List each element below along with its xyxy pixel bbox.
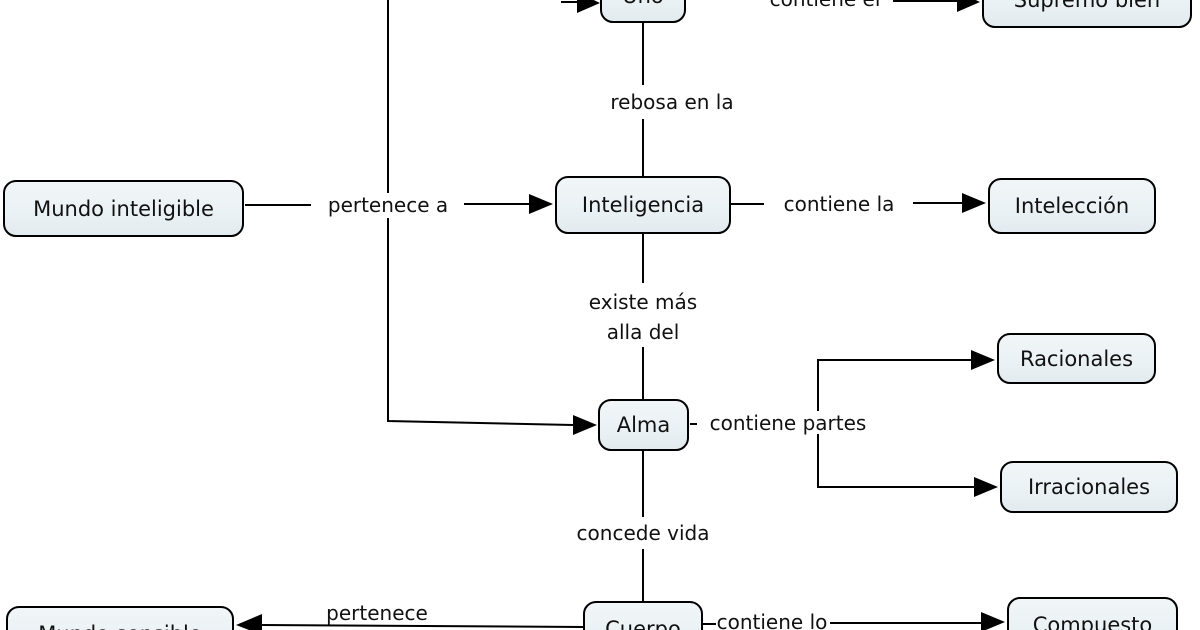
edge-label-existe-mas-alla-del: existe más alla del: [588, 290, 698, 344]
line-cuerpo-to-mundo-sensible: [261, 624, 584, 628]
node-mundo-inteligible[interactable]: Mundo inteligible: [3, 180, 244, 237]
arrowhead-into-inteligencia: [529, 194, 553, 214]
node-cuerpo[interactable]: Cuerpo: [583, 601, 703, 630]
edge-label-concede-vida: concede vida: [576, 521, 710, 545]
edge-label-pertenece-a: pertenece a: [327, 193, 449, 217]
arrowhead-into-irracionales: [974, 477, 998, 497]
node-uno[interactable]: Uno: [600, 0, 686, 23]
node-compuesto[interactable]: Compuesto: [1007, 597, 1178, 630]
arrowhead-into-supremo-bien: [957, 0, 980, 12]
arrowhead-into-alma: [573, 415, 597, 435]
node-supremo-bien[interactable]: Supremo bien: [982, 0, 1192, 28]
arrowhead-into-inteleccion: [962, 193, 986, 213]
node-racionales[interactable]: Racionales: [997, 333, 1156, 384]
edge-label-contiene-partes: contiene partes: [709, 411, 867, 435]
arrowhead-into-compuesto: [981, 612, 1005, 630]
edge-label-contiene-lo: contiene lo: [716, 610, 828, 630]
arrowhead-into-racionales: [971, 350, 995, 370]
edge-label-contiene-el: contiene el: [770, 0, 881, 11]
edge-label-contiene-la: contiene la: [783, 192, 895, 216]
arrowhead-into-uno: [577, 0, 600, 13]
node-mundo-sensible[interactable]: Mundo sensible: [6, 606, 234, 630]
edge-label-rebosa-en-la: rebosa en la: [610, 90, 734, 114]
arrowhead-into-mundo-sensible: [236, 614, 262, 630]
node-alma[interactable]: Alma: [598, 399, 689, 451]
line-branch-to-racionales: [817, 359, 971, 411]
node-inteligencia[interactable]: Inteligencia: [555, 176, 731, 234]
node-irracionales[interactable]: Irracionales: [1000, 461, 1178, 513]
line-left-vertical-to-alma: [387, 218, 574, 426]
line-branch-to-irracionales: [817, 434, 974, 488]
node-inteleccion[interactable]: Intelección: [988, 178, 1156, 234]
edge-label-pertenece: pertenece: [326, 601, 428, 625]
